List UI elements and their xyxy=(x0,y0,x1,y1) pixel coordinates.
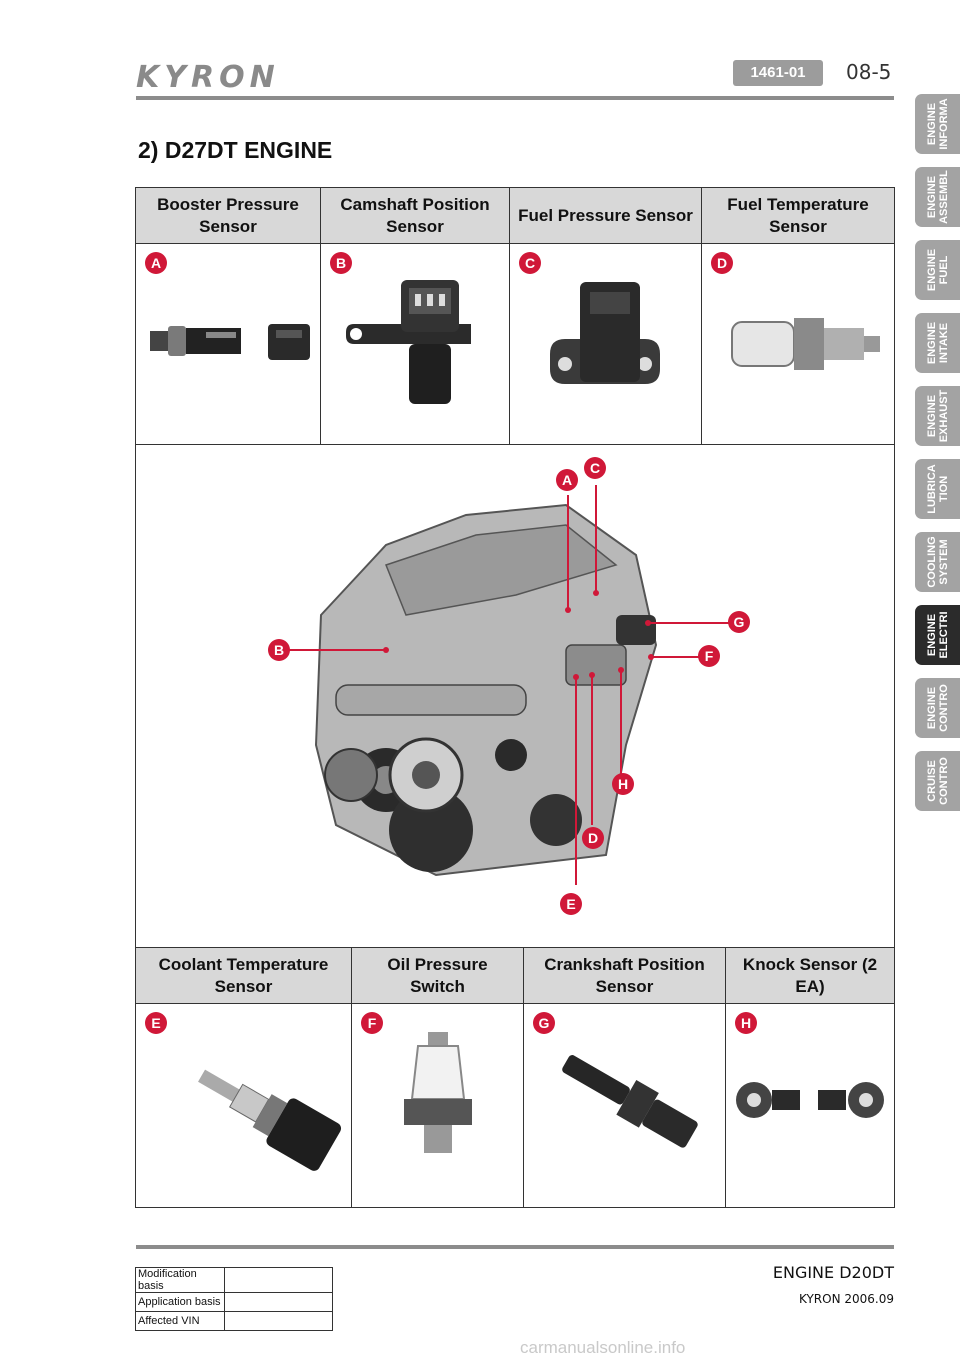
header-fuel-temperature-sensor: Fuel Temperature Sensor xyxy=(701,187,895,244)
coolant-temperature-sensor-photo: E xyxy=(135,1003,352,1208)
callout-badge: C xyxy=(519,252,541,274)
header-camshaft-position-sensor: Camshaft Position Sensor xyxy=(320,187,510,244)
tab-label-line2: EXHAUST xyxy=(937,389,950,443)
sensor-table: Booster Pressure Sensor Camshaft Positio… xyxy=(135,187,895,959)
sensor-label: Crankshaft Position Sensor xyxy=(544,954,705,996)
tab-label-line2: CONTRO xyxy=(937,757,950,805)
tab-label-line1: ENGINE xyxy=(925,686,938,730)
callout-badge: D xyxy=(711,252,733,274)
application-basis-value xyxy=(224,1292,333,1312)
callout-badge: F xyxy=(361,1012,383,1034)
camshaft-position-sensor-image xyxy=(346,280,471,404)
sensor-label: Camshaft Position Sensor xyxy=(340,194,490,236)
fuel-temperature-sensor-image xyxy=(731,318,880,370)
callout-badge: B xyxy=(330,252,352,274)
fuel-temperature-sensor-photo: D xyxy=(701,243,895,445)
modification-basis-value xyxy=(224,1267,333,1293)
header-oil-pressure-switch: Oil Pressure Switch xyxy=(351,947,524,1004)
modification-table: Modification basis Application basis Aff… xyxy=(135,1267,333,1331)
section-code-badge: 1461-01 xyxy=(733,60,823,86)
coolant-temperature-sensor-image xyxy=(198,1069,342,1171)
oil-pressure-switch-photo: F xyxy=(351,1003,524,1208)
sensor-label: Fuel Temperature Sensor xyxy=(727,194,869,236)
callout-a: A xyxy=(556,469,578,491)
footer-subtitle: KYRON 2006.09 xyxy=(799,1292,894,1306)
engine-diagram: A C G B F H D E xyxy=(135,444,895,959)
modification-basis-label: Modification basis xyxy=(135,1267,225,1293)
callout-c: C xyxy=(584,457,606,479)
oil-pressure-switch-image xyxy=(404,1032,472,1153)
tab-label-line2: CONTRO xyxy=(937,684,950,732)
sensor-label: Coolant Temperature Sensor xyxy=(158,954,329,996)
tab-label-line1: ENGINE xyxy=(925,613,938,657)
tab-label-line1: ENGINE xyxy=(925,394,938,438)
callout-e: E xyxy=(560,893,582,915)
page-number: 08-5 xyxy=(846,60,892,84)
fuel-pressure-sensor-photo: C xyxy=(509,243,702,445)
header-coolant-temperature-sensor: Coolant Temperature Sensor xyxy=(135,947,352,1004)
sensor-label: Booster Pressure Sensor xyxy=(157,194,299,236)
tab-label-line1: LUBRICA xyxy=(925,464,938,514)
tab-label-line2: ELECTRI xyxy=(937,611,950,659)
affected-vin-value xyxy=(224,1311,333,1331)
knock-sensor-photo: H xyxy=(725,1003,895,1208)
tab-label-line2: ASSEMBL xyxy=(937,170,950,224)
tab-label-line1: ENGINE xyxy=(925,248,938,292)
booster-pressure-sensor-photo: A xyxy=(135,243,321,445)
header-divider xyxy=(136,96,894,100)
application-basis-label: Application basis xyxy=(135,1292,225,1312)
tab-label-line1: ENGINE xyxy=(925,102,938,146)
tab-label-line2: SYSTEM xyxy=(937,539,950,585)
callout-badge: G xyxy=(533,1012,555,1034)
fuel-pressure-sensor-image xyxy=(550,282,660,384)
crankshaft-position-sensor-photo: G xyxy=(523,1003,726,1208)
header-booster-pressure-sensor: Booster Pressure Sensor xyxy=(135,187,321,244)
booster-pressure-sensor-image xyxy=(150,324,310,360)
d27dt-engine-image xyxy=(286,485,731,885)
tab-label-line2: INFORMA xyxy=(937,98,950,150)
callout-g: G xyxy=(728,611,750,633)
callout-badge: A xyxy=(145,252,167,274)
watermark: carmanualsonline.info xyxy=(520,1338,686,1357)
tab-label-line1: CRUISE xyxy=(925,760,938,802)
sensor-label: Fuel Pressure Sensor xyxy=(518,205,693,225)
callout-h: H xyxy=(612,773,634,795)
header-knock-sensor: Knock Sensor (2 EA) xyxy=(725,947,895,1004)
header-fuel-pressure-sensor: Fuel Pressure Sensor xyxy=(509,187,702,244)
kyron-logo: KYRON xyxy=(136,60,280,95)
tab-label-line2: TION xyxy=(937,475,950,503)
tab-label-line1: ENGINE xyxy=(925,175,938,219)
sensor-label: Knock Sensor (2 EA) xyxy=(742,954,878,996)
sensor-table-bottom: Coolant Temperature Sensor Oil Pressure … xyxy=(135,947,895,1208)
callout-badge: H xyxy=(735,1012,757,1034)
footer-title: ENGINE D20DT xyxy=(772,1263,894,1282)
tab-label-line1: COOLING xyxy=(925,536,938,588)
crankshaft-position-sensor-image xyxy=(562,1055,698,1148)
callout-badge: E xyxy=(145,1012,167,1034)
knock-sensor-image xyxy=(736,1082,884,1118)
header-crankshaft-position-sensor: Crankshaft Position Sensor xyxy=(523,947,726,1004)
engine-block xyxy=(314,503,658,877)
tab-label-line2: INTAKE xyxy=(937,322,950,364)
camshaft-position-sensor-photo: B xyxy=(320,243,510,445)
callout-f: F xyxy=(698,645,720,667)
affected-vin-label: Affected VIN xyxy=(135,1311,225,1331)
page-title: 2) D27DT ENGINE xyxy=(138,137,333,163)
sensor-label: Oil Pressure Switch xyxy=(387,954,488,996)
tab-label-line1: ENGINE xyxy=(925,321,938,365)
tab-label-line2: FUEL xyxy=(937,255,950,285)
callout-b: B xyxy=(268,639,290,661)
callout-d: D xyxy=(582,827,604,849)
footer-divider xyxy=(136,1245,894,1249)
